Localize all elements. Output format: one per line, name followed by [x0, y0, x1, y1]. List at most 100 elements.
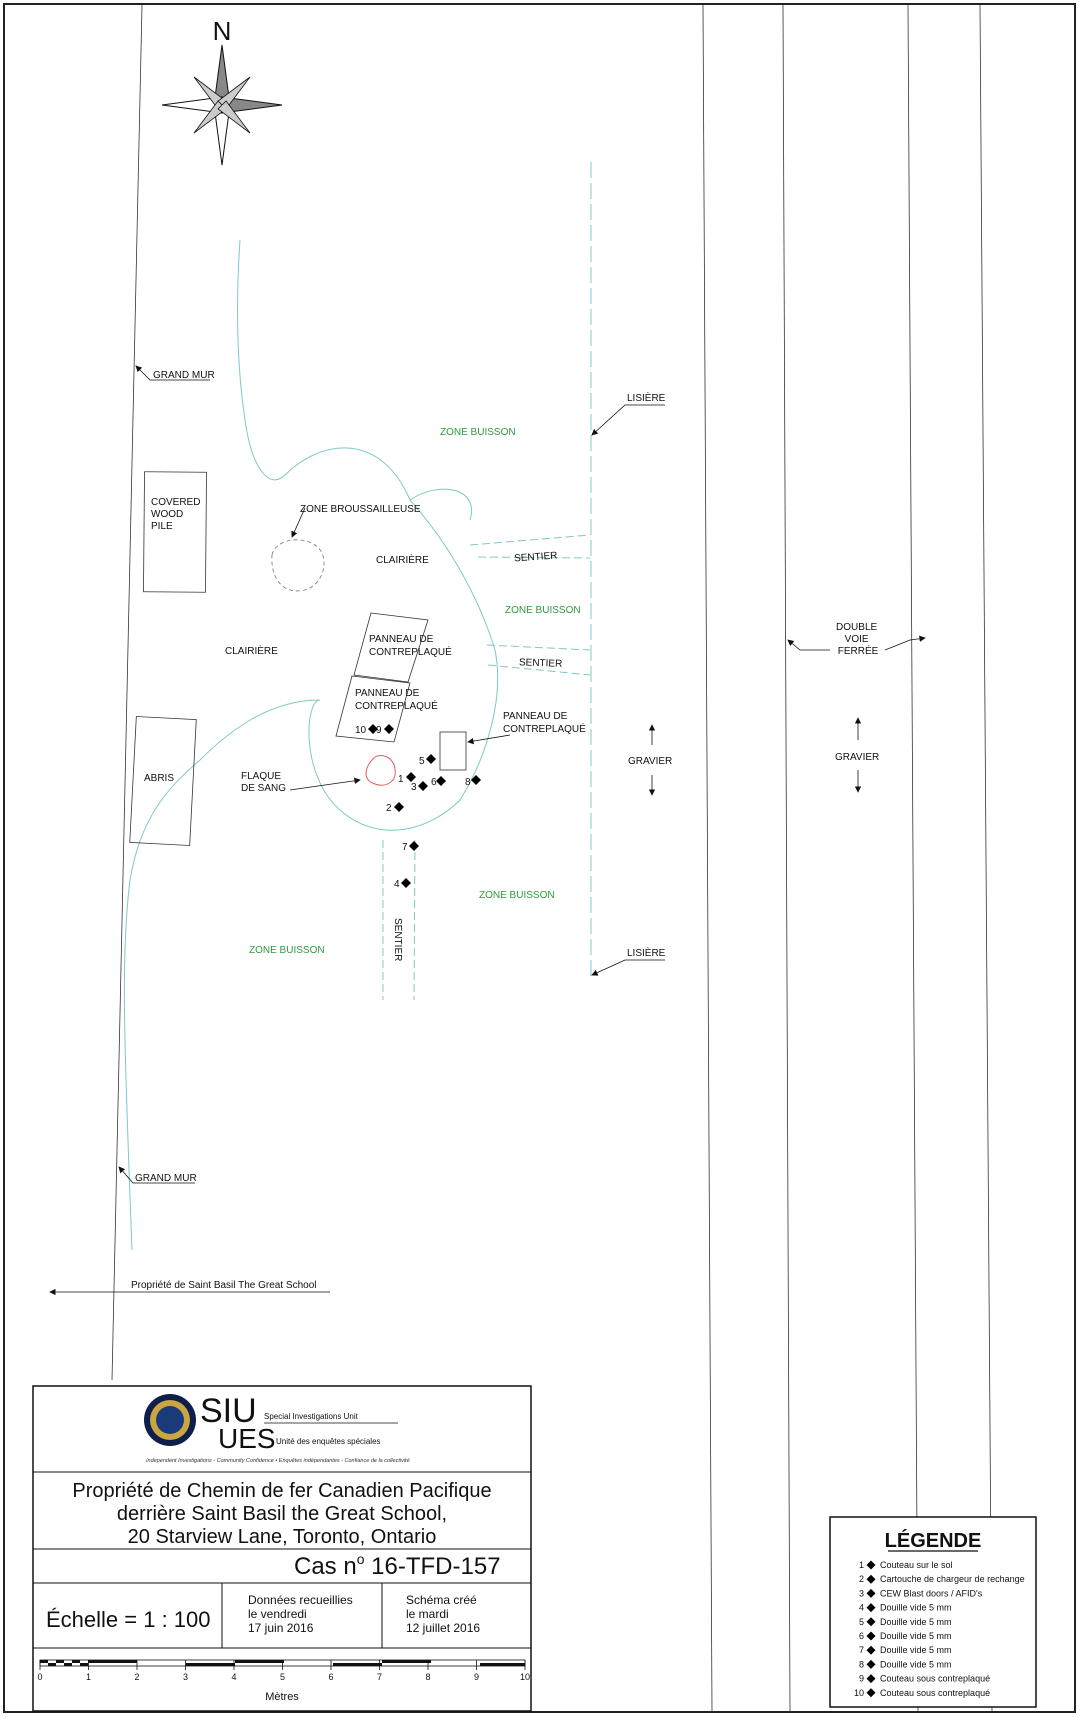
marker-5: 5 [419, 754, 436, 767]
svg-text:3: 3 [411, 782, 417, 793]
legend-title: LÉGENDE [885, 1529, 982, 1552]
scale-tick-label: 1 [86, 1672, 91, 1682]
svg-text:1: 1 [398, 774, 404, 785]
label-panneau-3: PANNEAU DE CONTREPLAQUÉ [503, 711, 586, 735]
legend-diamond-icon [866, 1631, 876, 1641]
svg-text:2: 2 [386, 803, 392, 814]
legend-item: 5 Douille vide 5 mm [859, 1617, 952, 1627]
legend-item-text: Douille vide 5 mm [880, 1659, 952, 1669]
label-grand-mur-bottom: GRAND MUR [135, 1173, 197, 1184]
legend-item-number: 7 [859, 1645, 864, 1655]
svg-text:10: 10 [355, 725, 367, 736]
legend-item: 3 CEW Blast doors / AFID's [859, 1588, 983, 1598]
label-clairiere-center: CLAIRIÈRE [376, 553, 429, 566]
label-flaque: FLAQUE DE SANG [241, 771, 286, 794]
legend-diamond-icon [866, 1574, 876, 1584]
scale-tick-label: 7 [377, 1672, 382, 1682]
label-lisiere-top: LISIÈRE [627, 391, 666, 404]
zone-broussailleuse-area [271, 539, 325, 592]
scale-tick-label: 5 [280, 1672, 285, 1682]
svg-text:6: 6 [431, 777, 437, 788]
legend-item-number: 5 [859, 1617, 864, 1627]
label-panneau-2: PANNEAU DE CONTREPLAQUÉ [355, 688, 438, 712]
legend-item-number: 6 [859, 1631, 864, 1641]
double-voie-callout [787, 635, 926, 651]
scale-tick-label: 10 [520, 1672, 530, 1682]
marker-10: 10 [355, 724, 378, 736]
legend-item-text: Douille vide 5 mm [880, 1631, 952, 1641]
legend-item: 9 Couteau sous contreplaqué [859, 1674, 990, 1684]
svg-text:5: 5 [419, 756, 425, 767]
svg-text:7: 7 [402, 842, 408, 853]
marker-8: 8 [465, 775, 481, 788]
legend-item: 6 Douille vide 5 mm [859, 1631, 952, 1641]
legend-item-text: Couteau sous contreplaqué [880, 1674, 990, 1684]
scale-tick-label: 4 [231, 1672, 236, 1682]
svg-text:9: 9 [376, 725, 382, 736]
label-sentier-top: SENTIER [514, 550, 558, 564]
lisiere-callouts [591, 404, 665, 976]
legend-diamond-icon [866, 1560, 876, 1570]
legend-diamond-icon [866, 1617, 876, 1627]
label-gravier-right: GRAVIER [835, 752, 879, 763]
legend-diamond-icon [866, 1659, 876, 1669]
marker-6: 6 [431, 776, 446, 788]
scale-tick-label: 8 [425, 1672, 430, 1682]
plywood-panel-1 [353, 612, 429, 683]
marker-7: 7 [402, 841, 419, 853]
label-gravier-left: GRAVIER [628, 756, 672, 767]
svg-text:Independent Investigations - C: Independent Investigations - Community C… [146, 1458, 410, 1464]
north-label: N [213, 16, 232, 46]
scale-tick-label: 3 [183, 1672, 188, 1682]
legend-diamond-icon [866, 1674, 876, 1684]
marker-1: 1 [398, 772, 416, 785]
title-block: SIU UES Special Investigations Unit Unit… [32, 1385, 532, 1712]
title-line-2: derrière Saint Basil the Great School, [117, 1503, 447, 1525]
label-property: Propriété de Saint Basil The Great Schoo… [131, 1280, 316, 1291]
scale-tick-label: 9 [474, 1672, 479, 1682]
evidence-markers: 10 9 5 1 6 3 8 2 7 4 [355, 724, 481, 890]
rail-line-4 [979, 4, 993, 1713]
legend-diamond-icon [866, 1688, 876, 1698]
plywood-panel-3 [439, 731, 467, 771]
legend-item-number: 3 [859, 1588, 864, 1598]
compass-rose-icon: N [161, 16, 283, 166]
siu-ues-logo: SIU UES Special Investigations Unit Unit… [144, 1392, 410, 1464]
title-line-1: Propriété de Chemin de fer Canadien Paci… [72, 1480, 491, 1502]
legend-diamond-icon [866, 1588, 876, 1598]
title-line-3: 20 Starview Lane, Toronto, Ontario [128, 1526, 437, 1548]
scale-tick-label: 6 [328, 1672, 333, 1682]
marker-4: 4 [394, 878, 411, 890]
svg-text:4: 4 [394, 879, 400, 890]
case-number: Cas no 16-TFD-157 [294, 1551, 501, 1580]
rail-line-3 [907, 4, 919, 1713]
created-date: Schéma créé le mardi 12 juillet 2016 [406, 1593, 480, 1635]
marker-2: 2 [386, 802, 404, 814]
legend-item-text: CEW Blast doors / AFID's [880, 1588, 983, 1598]
label-sentier-vertical: SENTIER [392, 918, 403, 961]
scale-tick-label: 2 [134, 1672, 139, 1682]
grand-mur-callouts [118, 365, 210, 1184]
legend-item-text: Cartouche de chargeur de rechange [880, 1574, 1025, 1584]
label-zone-buisson-top: ZONE BUISSON [440, 427, 516, 438]
label-zone-buisson-mid: ZONE BUISSON [505, 605, 581, 616]
gravier-arrows [648, 717, 862, 796]
label-sentier-mid: SENTIER [519, 657, 563, 670]
legend-item-number: 9 [859, 1674, 864, 1684]
legend-item-number: 1 [859, 1560, 864, 1570]
rail-line-2 [782, 4, 791, 1713]
scale-unit: Mètres [265, 1691, 299, 1703]
legend-diamond-icon [866, 1603, 876, 1613]
label-double-voie: DOUBLE VOIE FERRÉE [836, 622, 880, 657]
legend-item-text: Douille vide 5 mm [880, 1617, 952, 1627]
map-labels: GRAND MUR GRAND MUR COVERED WOOD PILE ZO… [131, 370, 880, 1291]
rail-lines [111, 4, 993, 1713]
legend-diamond-icon [866, 1645, 876, 1655]
label-abris: ABRIS [144, 773, 174, 784]
legend-item-number: 2 [859, 1574, 864, 1584]
